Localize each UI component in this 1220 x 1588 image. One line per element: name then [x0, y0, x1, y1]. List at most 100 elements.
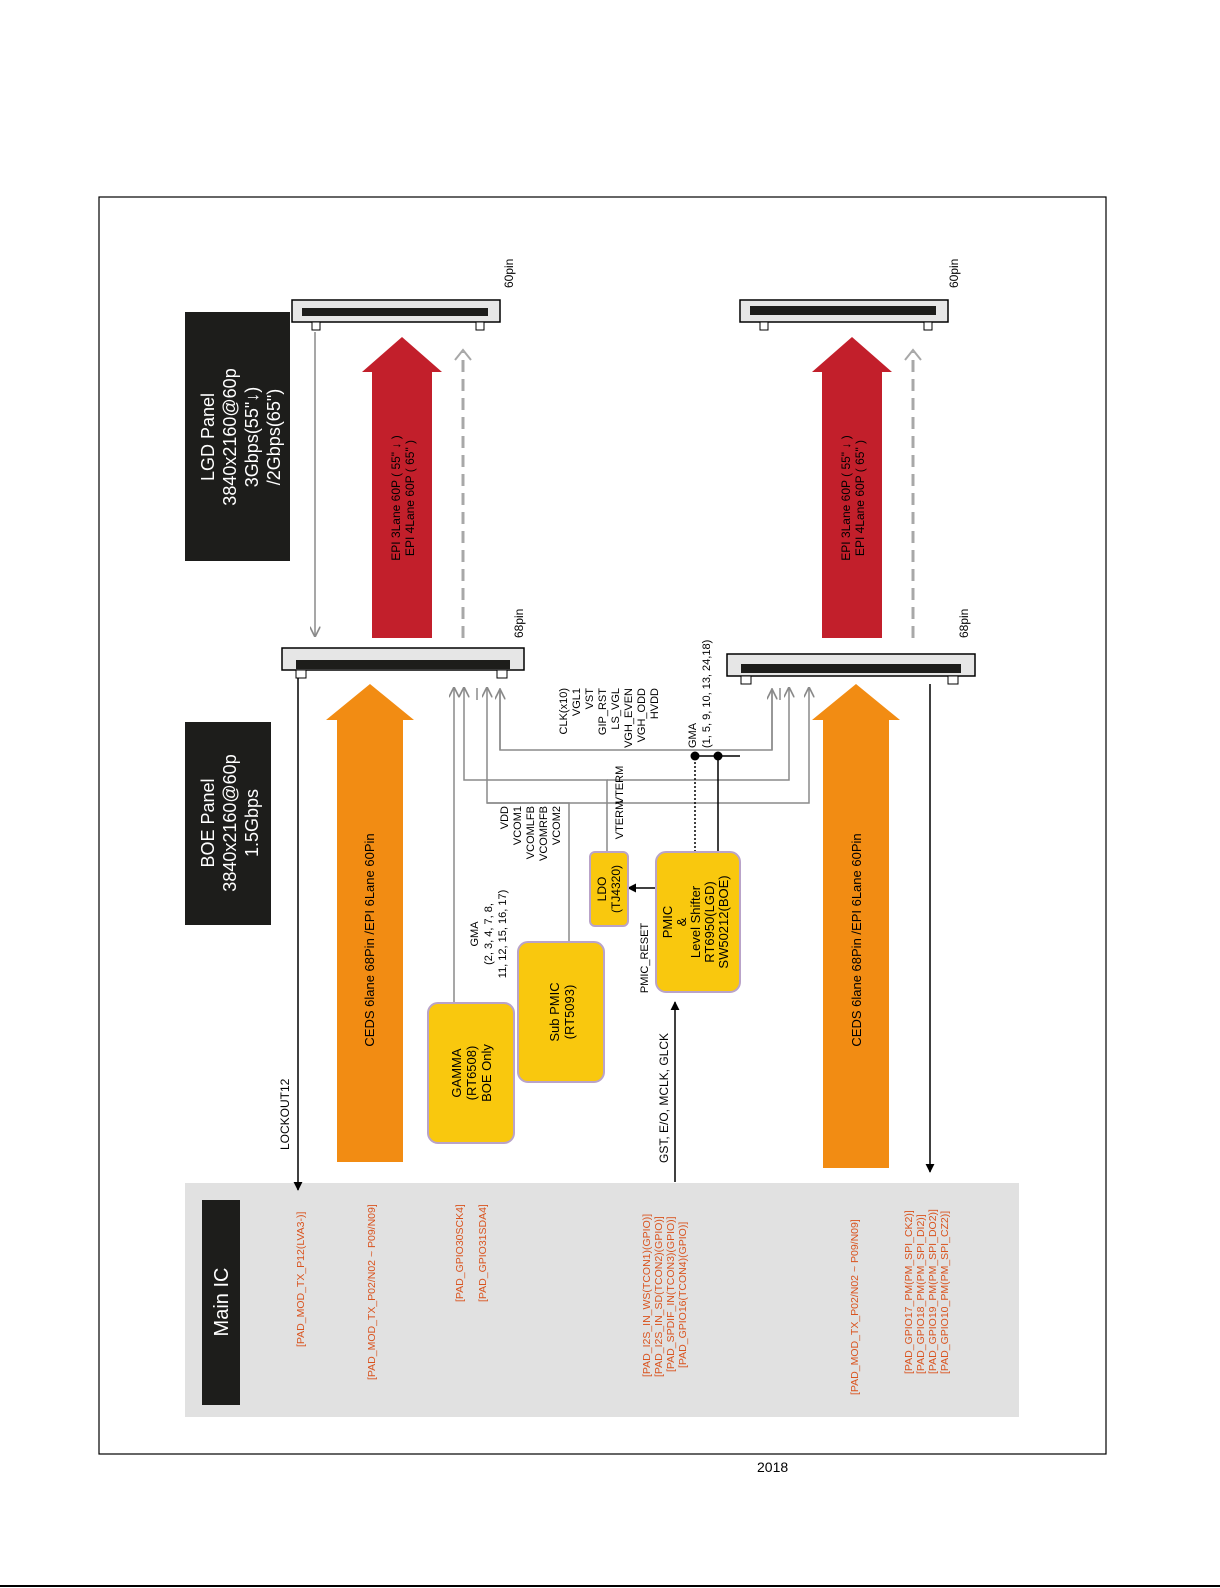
main-ic-title: Main IC [211, 1268, 233, 1337]
gst-label: GST, E/O, MCLK, GLCK [657, 1033, 671, 1163]
vterm-label-1: VTERM [614, 766, 626, 805]
pad-label: [PAD_MOD_TX_P02/N02 ~ P09/N09] [849, 1219, 861, 1395]
pad-label: [PAD_SPDIF_IN(TCON3)(GPIO)] [665, 1216, 677, 1372]
gamma-chip-label: GAMMA (RT6508) BOE Only [449, 1044, 494, 1102]
ldo-chip [589, 851, 629, 927]
ceds-arrow-right [812, 684, 900, 1168]
pad-label: [PAD_GPIO16(TCON4)(GPIO)] [677, 1222, 689, 1368]
svg-text:GIP_RST: GIP_RST [597, 688, 609, 735]
boe-panel-title: BOE Panel [198, 778, 218, 867]
svg-text:PMIC: PMIC [660, 906, 675, 939]
svg-text:VCOMLFB: VCOMLFB [525, 806, 537, 859]
svg-text:EPI 3Lane 60P ( 55" ↓ ): EPI 3Lane 60P ( 55" ↓ ) [839, 435, 853, 560]
svg-text:VGL1: VGL1 [571, 688, 583, 716]
gate-signal-labels: CLK(x10) VGL1 VST GIP_RST LS_VGL VGH_EVE… [558, 688, 661, 748]
svg-text:(1, 5, 9, 10, 13, 24,18): (1, 5, 9, 10, 13, 24,18) [701, 640, 713, 748]
svg-text:VDD: VDD [499, 806, 511, 829]
pin-label-60-left: 60pin [502, 259, 516, 288]
svg-text:(RT6508): (RT6508) [464, 1046, 479, 1101]
epi-arrow-left [362, 337, 442, 638]
svg-text:Sub PMIC: Sub PMIC [547, 982, 562, 1041]
main-ic-pads: [PAD_MOD_TX_P12(LVA3-)] [PAD_MOD_TX_P02/… [295, 1204, 951, 1395]
svg-text:EPI 4Lane 60P ( 65" ): EPI 4Lane 60P ( 65" ) [403, 440, 417, 556]
lgd-panel-label-box [185, 312, 290, 561]
svg-text:VCOM1: VCOM1 [512, 806, 524, 845]
lgd-panel-rate-55: 3Gbps(55"↓) [242, 387, 262, 487]
connector-68pin-left [281, 647, 525, 679]
pmic-reset-label: PMIC_RESET [639, 923, 651, 994]
ceds-label-left: CEDS 6lane 68Pin /EPI 6Lane 60Pin [362, 833, 377, 1046]
lgd-panel-title: LGD Panel [198, 393, 218, 481]
svg-text:Level Shifter: Level Shifter [688, 885, 703, 958]
junction-dot-1 [690, 751, 700, 761]
epi-arrow-right [812, 337, 892, 638]
boe-panel-rate: 1.5Gbps [242, 789, 262, 857]
svg-text:LS_VGL: LS_VGL [610, 688, 622, 730]
svg-text:SW50212(BOE): SW50212(BOE) [716, 875, 731, 968]
svg-text:VCOMRFB: VCOMRFB [538, 806, 550, 861]
pad-label: [PAD_GPIO10_PM(PM_SPI_CZ2)] [939, 1211, 951, 1374]
main-ic-area [185, 1183, 1019, 1417]
pad-label: [PAD_GPIO17_PM(PM_SPI_CK2)] [903, 1210, 915, 1374]
svg-text:CLK(x10): CLK(x10) [558, 688, 570, 734]
svg-text:&: & [674, 917, 689, 926]
pad-label: [PAD_GPIO30SCK4] [454, 1204, 466, 1302]
gma-right-label: GMA (1, 5, 9, 10, 13, 24,18) [687, 640, 713, 748]
epi-label-right: EPI 3Lane 60P ( 55" ↓ ) EPI 4Lane 60P ( … [839, 435, 867, 560]
ldo-chip-label: LDO (TJ4320) [595, 865, 623, 913]
lockout-label: LOCKOUT12 [278, 1078, 292, 1150]
svg-text:VST: VST [584, 688, 596, 710]
svg-text:(2, 3, 4, 7, 8,: (2, 3, 4, 7, 8, [483, 903, 495, 965]
lgd-panel-resolution: 3840x2160@60p [220, 368, 240, 505]
ceds-label-right: CEDS 6lane 68Pin /EPI 6Lane 60Pin [849, 833, 864, 1046]
svg-text:GMA: GMA [687, 722, 699, 748]
svg-text:VGH_ODD: VGH_ODD [636, 688, 648, 742]
vcom-labels: VDD VCOM1 VCOMLFB VCOMRFB VCOM2 [499, 806, 563, 861]
svg-text:VCOM2: VCOM2 [551, 806, 563, 845]
sub-pmic-chip [517, 941, 605, 1083]
connector-68pin-right [726, 653, 976, 685]
svg-text:(RT5093): (RT5093) [562, 985, 577, 1040]
pad-label: [PAD_I2S_IN_SD(TCON2)(GPIO)] [653, 1216, 665, 1377]
svg-text:GAMMA: GAMMA [449, 1048, 464, 1097]
svg-text:EPI 4Lane 60P ( 65" ): EPI 4Lane 60P ( 65" ) [853, 440, 867, 556]
pad-label: [PAD_MOD_TX_P12(LVA3-)] [295, 1212, 307, 1347]
lgd-panel-rate-65: /2Gbps(65") [264, 389, 284, 485]
svg-text:HVDD: HVDD [649, 688, 661, 719]
pad-label: [PAD_GPIO19_PM(PM_SPI_DO2)] [927, 1209, 939, 1374]
junction-dot-2 [713, 751, 723, 761]
diagram-frame [98, 196, 1107, 1455]
pmic-chip [655, 851, 741, 993]
svg-text:VGH_EVEN: VGH_EVEN [623, 688, 635, 748]
lgd-panel-label: LGD Panel 3840x2160@60p 3Gbps(55"↓) /2Gb… [198, 368, 284, 505]
connector-60pin-left [291, 299, 501, 331]
boe-panel-label-box [185, 722, 271, 925]
gamma-chip [427, 1002, 515, 1144]
boe-panel-resolution: 3840x2160@60p [220, 754, 240, 891]
boe-panel-label: BOE Panel 3840x2160@60p 1.5Gbps [198, 754, 262, 891]
pad-label: [PAD_I2S_IN_WS(TCON1)(GPIO)] [641, 1214, 653, 1377]
pmic-bus-lines [694, 755, 740, 856]
epi-label-left: EPI 3Lane 60P ( 55" ↓ ) EPI 4Lane 60P ( … [389, 435, 417, 560]
svg-text:BOE Only: BOE Only [479, 1044, 494, 1102]
pmic-chip-label: PMIC & Level Shifter RT6950(LGD) SW50212… [660, 875, 731, 968]
pin-label-68-left: 68pin [512, 609, 526, 638]
sub-pmic-chip-label: Sub PMIC (RT5093) [547, 982, 577, 1041]
bottom-rule [0, 1585, 1220, 1587]
page-footer-year: 2018 [757, 1459, 789, 1475]
pad-label: [PAD_MOD_TX_P02/N02 ~ P09/N09] [366, 1204, 378, 1380]
connector-60pin-right [739, 299, 949, 331]
svg-text:11, 12, 15, 16, 17): 11, 12, 15, 16, 17) [497, 890, 509, 978]
pad-label: [PAD_GPIO18_PM(PM_SPI_DI2)] [915, 1214, 927, 1374]
gma-left-label: GMA (2, 3, 4, 7, 8, 11, 12, 15, 16, 17) [469, 890, 509, 978]
svg-text:RT6950(LGD): RT6950(LGD) [702, 881, 717, 962]
vterm-label-2: VTERM [614, 801, 626, 840]
pin-label-60-right: 60pin [947, 259, 961, 288]
svg-text:GMA: GMA [469, 921, 481, 947]
svg-text:(TJ4320): (TJ4320) [609, 865, 623, 913]
pad-label: [PAD_GPIO31SDA4] [477, 1204, 489, 1302]
svg-text:EPI 3Lane 60P ( 55" ↓ ): EPI 3Lane 60P ( 55" ↓ ) [389, 435, 403, 560]
svg-text:LDO: LDO [595, 877, 609, 902]
ceds-arrow-left [326, 684, 414, 1162]
